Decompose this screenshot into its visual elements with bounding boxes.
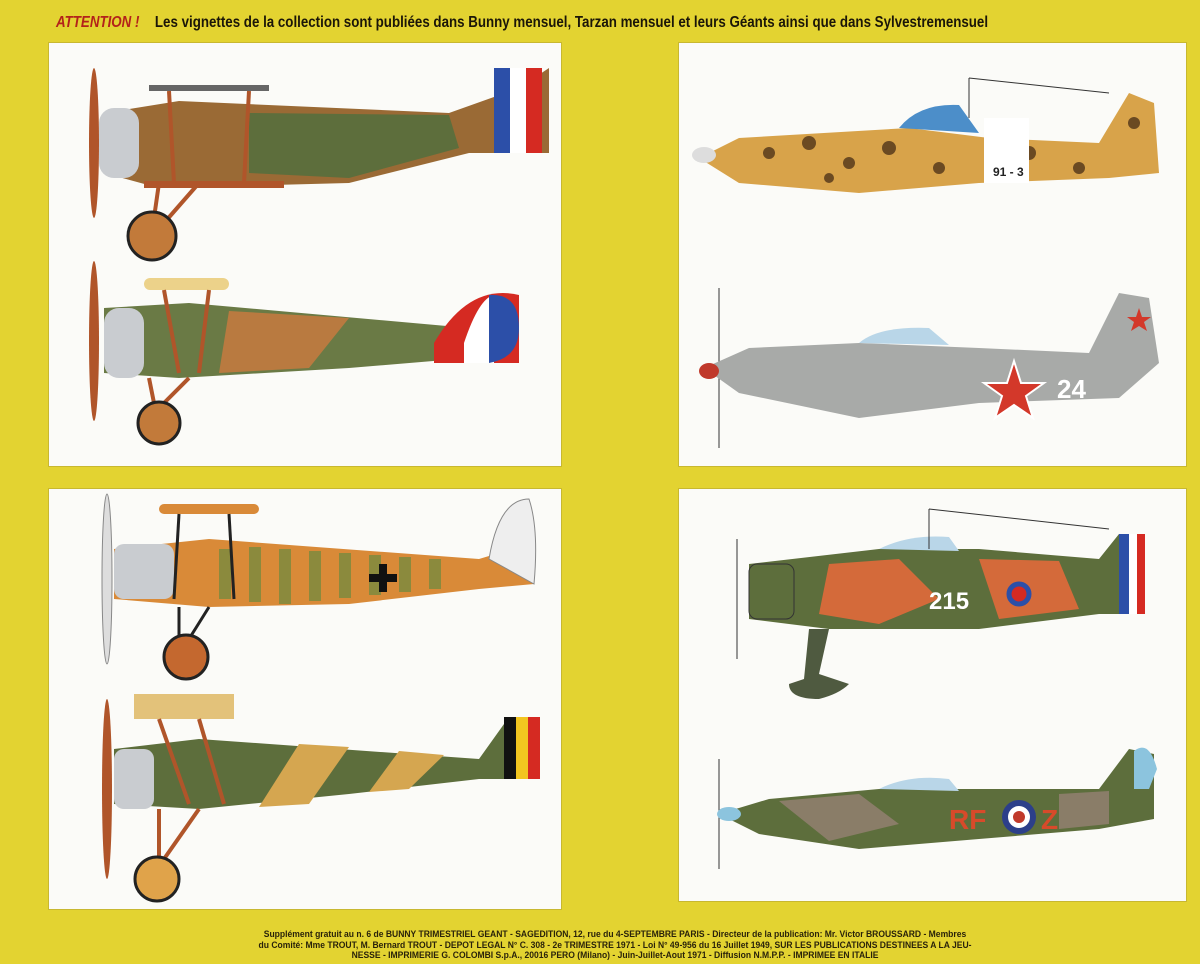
footer-imprint: Supplément gratuit au n. 6 de BUNNY TRIM… bbox=[197, 929, 1034, 962]
spitfire-illustration: RF Z bbox=[717, 747, 1157, 869]
notice-text: Les vignettes de la collection sont publ… bbox=[154, 14, 989, 31]
nieuport-illustration bbox=[89, 261, 519, 446]
d520-illustration: 215 bbox=[736, 508, 1145, 699]
spitfire-code-right: Z bbox=[1041, 804, 1058, 835]
spad-illustration bbox=[89, 68, 549, 262]
panel-ww2-fighters-bottom: 215 RF Z bbox=[678, 488, 1187, 902]
attention-label: ATTENTION ! bbox=[56, 14, 140, 31]
spad-belgian-illustration bbox=[102, 694, 540, 903]
footer-line-1: Supplément gratuit au n. 6 de BUNNY TRIM… bbox=[263, 929, 967, 940]
spitfire-code-left: RF bbox=[949, 804, 986, 835]
panel-ww2-fighters-top: 91 - 3 24 bbox=[678, 42, 1187, 467]
macchi-illustration: 91 - 3 bbox=[692, 77, 1159, 193]
pfalz-illustration bbox=[101, 493, 537, 681]
d520-number: 215 bbox=[929, 588, 969, 615]
panel-ww1-german-belgian bbox=[48, 488, 562, 910]
panel-ww1-french bbox=[48, 42, 562, 467]
yak-number: 24 bbox=[1057, 374, 1086, 404]
yak-illustration: 24 bbox=[699, 288, 1159, 448]
footer-line-2: du Comité: Mme TROUT, M. Bernard TROUT -… bbox=[258, 939, 972, 951]
footer-line-3: NESSE - IMPRIMERIE G. COLOMBI S.p.A., 20… bbox=[351, 950, 879, 961]
header-notice: ATTENTION ! Les vignettes de la collectio… bbox=[56, 14, 988, 32]
macchi-code: 91 - 3 bbox=[993, 165, 1024, 179]
